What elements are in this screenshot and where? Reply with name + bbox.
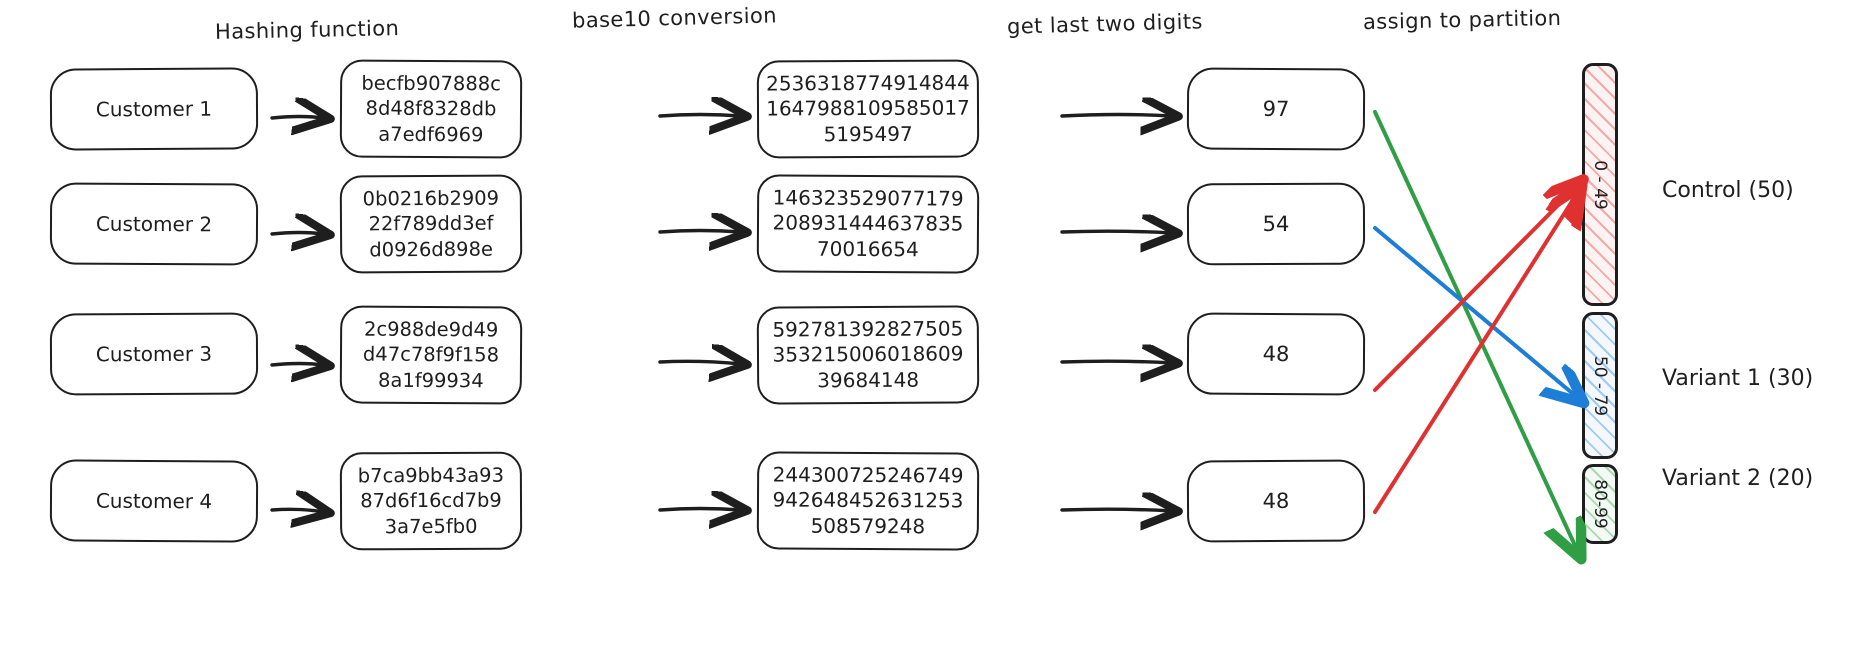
arrow-customer-to-hash-2: [270, 233, 324, 235]
partition-range-label: 50 - 79: [1590, 355, 1610, 416]
hash-box-1: becfb907888c 8d48f8328db a7edf6969: [339, 59, 523, 159]
arrow-customer-to-hash-4: [270, 509, 324, 512]
hash-line: a7edf6969: [378, 122, 484, 146]
base10-box-2: 146323529077179 208931444637835 70016654: [756, 174, 980, 274]
base10-line: 353215006018609: [772, 341, 964, 367]
arrow-hash-to-base10-2: [658, 231, 741, 233]
hash-box-3: 2c988de9d49 d47c78f9f158 8a1f99934: [339, 305, 523, 405]
arrow-base10-to-last2-4: [1060, 509, 1172, 511]
hash-line: 8d48f8328db: [365, 96, 497, 121]
arrow-base10-to-last2-3: [1060, 361, 1172, 363]
hash-line: 87d6f16cd7b9: [360, 489, 502, 513]
base10-box-1: 2536318774914844 1647988109585017 519549…: [756, 59, 980, 159]
hash-line: becfb907888c: [361, 71, 501, 96]
base10-line: 2536318774914844: [766, 70, 970, 96]
arrow-base10-to-last2-2: [1060, 231, 1172, 233]
hash-line: b7ca9bb43a93: [357, 463, 505, 488]
arrow-base10-to-last2-1: [1060, 115, 1172, 117]
legend-variant2: Variant 2 (20): [1662, 466, 1814, 491]
hash-line: 2c988de9d49: [363, 317, 499, 342]
partition-range-label: 80-99: [1590, 479, 1610, 529]
base10-box-3: 592781392827505 353215006018609 39684148: [756, 305, 980, 405]
customer-box-4: Customer 4: [49, 459, 259, 543]
assign-arrow-customer1-to-variant2: [1373, 110, 1578, 552]
arrow-customer-to-hash-3: [270, 364, 324, 366]
caption-base10-conversion: base10 conversion: [571, 3, 778, 33]
last-two-digits-box-4: 48: [1186, 459, 1366, 543]
last-two-digits-box-1: 97: [1186, 67, 1366, 151]
assign-arrow-customer3-to-control: [1373, 185, 1578, 392]
arrow-customer-to-hash-1: [270, 117, 324, 119]
partition-bar-control: 0 - 49: [1582, 63, 1618, 306]
hash-box-2: 0b0216b2909 22f789dd3ef d0926d898e: [339, 174, 523, 274]
caption-assign-to-partition: assign to partition: [1362, 5, 1562, 35]
customer-box-3: Customer 3: [49, 312, 259, 396]
arrow-hash-to-base10-3: [658, 361, 741, 364]
partition-range-label: 0 - 49: [1590, 159, 1610, 210]
last-two-digits-box-3: 48: [1186, 312, 1366, 396]
base10-line: 5195497: [823, 121, 913, 146]
hash-line: d47c78f9f158: [362, 342, 500, 367]
legend-control: Control (50): [1662, 178, 1794, 203]
base10-line: 592781392827505: [772, 316, 964, 342]
hash-line: 22f789dd3ef: [368, 211, 494, 236]
base10-box-4: 244300725246749 942648452631253 50857924…: [756, 451, 980, 551]
base10-line: 208931444637835: [772, 210, 964, 236]
hash-line: 0b0216b2909: [362, 186, 500, 211]
hash-line: 3a7e5fb0: [384, 514, 478, 538]
caption-get-last-two-digits: get last two digits: [1006, 9, 1204, 39]
base10-line: 39684148: [817, 367, 920, 393]
customer-box-1: Customer 1: [49, 67, 259, 151]
legend-variant1: Variant 1 (30): [1662, 366, 1814, 391]
base10-line: 70016654: [816, 236, 919, 262]
assign-arrow-customer4-to-control: [1373, 192, 1578, 514]
base10-line: 146323529077179: [772, 185, 964, 211]
hash-box-4: b7ca9bb43a93 87d6f16cd7b9 3a7e5fb0: [339, 451, 523, 551]
partition-bar-variant2: 80-99: [1582, 464, 1618, 544]
base10-line: 244300725246749: [772, 462, 964, 488]
arrow-hash-to-base10-1: [658, 115, 741, 117]
base10-line: 508579248: [810, 513, 926, 539]
hash-line: 8a1f99934: [377, 368, 484, 392]
customer-box-2: Customer 2: [49, 182, 259, 266]
hash-line: d0926d898e: [369, 237, 494, 262]
assign-arrow-customer2-to-control-range: [1373, 226, 1578, 398]
arrow-hash-to-base10-4: [658, 509, 741, 511]
caption-hashing-function: Hashing function: [214, 16, 400, 44]
base10-line: 1647988109585017: [766, 95, 970, 121]
last-two-digits-box-2: 54: [1186, 182, 1366, 266]
partition-bar-variant1: 50 - 79: [1582, 312, 1618, 459]
base10-line: 942648452631253: [772, 487, 964, 513]
